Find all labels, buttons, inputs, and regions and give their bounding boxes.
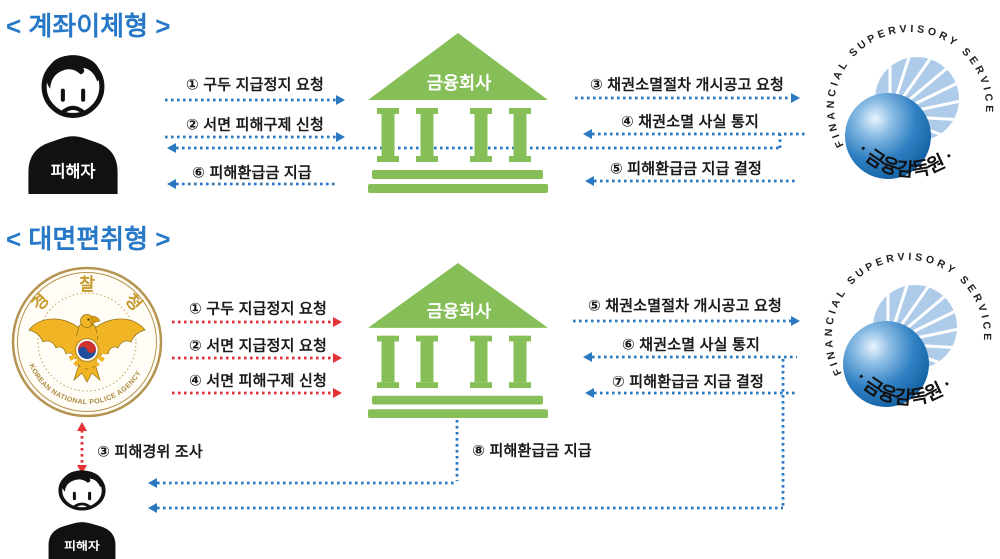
flow-label-damage-investigation: ③ 피해경위 조사 (97, 443, 203, 461)
flow-label-oral-stop-request-bottom: ① 구두 지급정지 요청 (188, 300, 328, 318)
badge-hangul-char-2: 찰 (79, 275, 95, 294)
victim-hair (46, 55, 101, 89)
bank-building-bottom: 금융회사 (368, 262, 548, 419)
badge-dotted-ring (37, 292, 137, 392)
taegeuk-symbol (78, 341, 96, 359)
bank-base-step-2 (368, 184, 548, 193)
section-title-face-to-face: < 대면편취형 > (6, 224, 171, 254)
bank-label: 금융회사 (427, 73, 491, 93)
bank-columns (377, 335, 531, 388)
fss-sphere (845, 93, 931, 179)
flow-label-written-relief-request-top: ② 서면 피해구제 신청 (185, 116, 325, 134)
bank-base-step-1 (372, 170, 543, 179)
eagle-beak (90, 315, 101, 326)
badge-petal-wreath (67, 330, 107, 370)
fss-sphere (843, 321, 929, 407)
bank-base-step-1 (372, 395, 543, 405)
victim-body (28, 136, 118, 194)
section-title-account-transfer: < 계좌이체형 > (6, 11, 171, 41)
flow-label-written-relief-request-bottom: ④ 서면 피해구제 신청 (188, 372, 328, 390)
bank-roof (368, 262, 548, 328)
victim-body (48, 522, 116, 559)
flow-label-refund-payment-bottom: ⑧ 피해환급금 지급 (472, 442, 592, 460)
bank-columns (377, 108, 531, 162)
flow-label-refund-decision-top: ⑤ 피해환급금 지급 결정 (609, 160, 763, 178)
victim-frown-mouth (72, 502, 92, 509)
flow-label-extinguish-notice-request-bottom: ⑤ 채권소멸절차 개시공고 요청 (587, 297, 783, 315)
victim-hair (61, 470, 103, 492)
victim-label: 피해자 (51, 163, 96, 181)
police-badge: 경 찰 청 KOREAN NATIONAL POLICE AGENCY (11, 266, 163, 418)
victim-label: 피해자 (64, 538, 100, 552)
flow-label-written-stop-request-bottom: ② 서면 지급정지 요청 (188, 337, 328, 355)
bank-label: 금융회사 (427, 301, 492, 321)
flow-label-refund-decision-bottom: ⑦ 피해환급금 지급 결정 (611, 373, 765, 391)
eagle-eye (87, 318, 90, 321)
victim-icon-bottom: 피해자 (48, 470, 116, 559)
bank-building-top: 금융회사 (368, 33, 548, 193)
fss-logo-bottom: FINANCIAL SUPERVISORY SERVICE · 금융감독원 · (823, 251, 990, 410)
flow-label-oral-stop-request-top: ① 구두 지급정지 요청 (185, 76, 325, 94)
flow-label-extinguish-fact-notice-bottom: ⑥ 채권소멸 사실 통지 (621, 336, 761, 354)
flow-label-extinguish-fact-notice-top: ④ 채권소멸 사실 통지 (620, 113, 760, 131)
bank-base-step-2 (368, 409, 548, 419)
flow-label-extinguish-notice-request-top: ③ 채권소멸절차 개시공고 요청 (589, 76, 785, 94)
flow-label-refund-payment-top: ⑥ 피해환급금 지급 (192, 164, 312, 182)
victim-frown-mouth (59, 105, 87, 115)
badge-inner-ring (17, 272, 157, 412)
fss-logo-top: FINANCIAL SUPERVISORY SERVICE · 금융감독원 · (825, 23, 992, 182)
police-eagle (28, 314, 146, 383)
victim-icon-top: 피해자 (28, 55, 118, 194)
bank-roof (368, 33, 548, 100)
